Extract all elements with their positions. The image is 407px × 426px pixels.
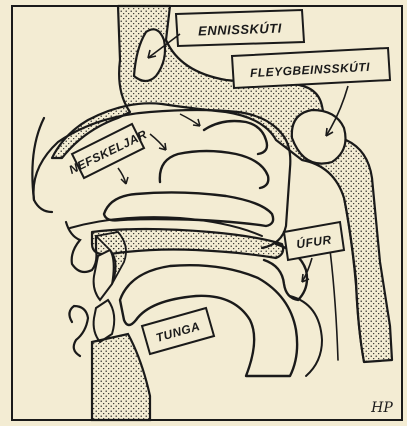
artist-signature: HP — [370, 400, 393, 416]
label-frontal-sinus: ENNISSKÚTI — [198, 21, 282, 39]
